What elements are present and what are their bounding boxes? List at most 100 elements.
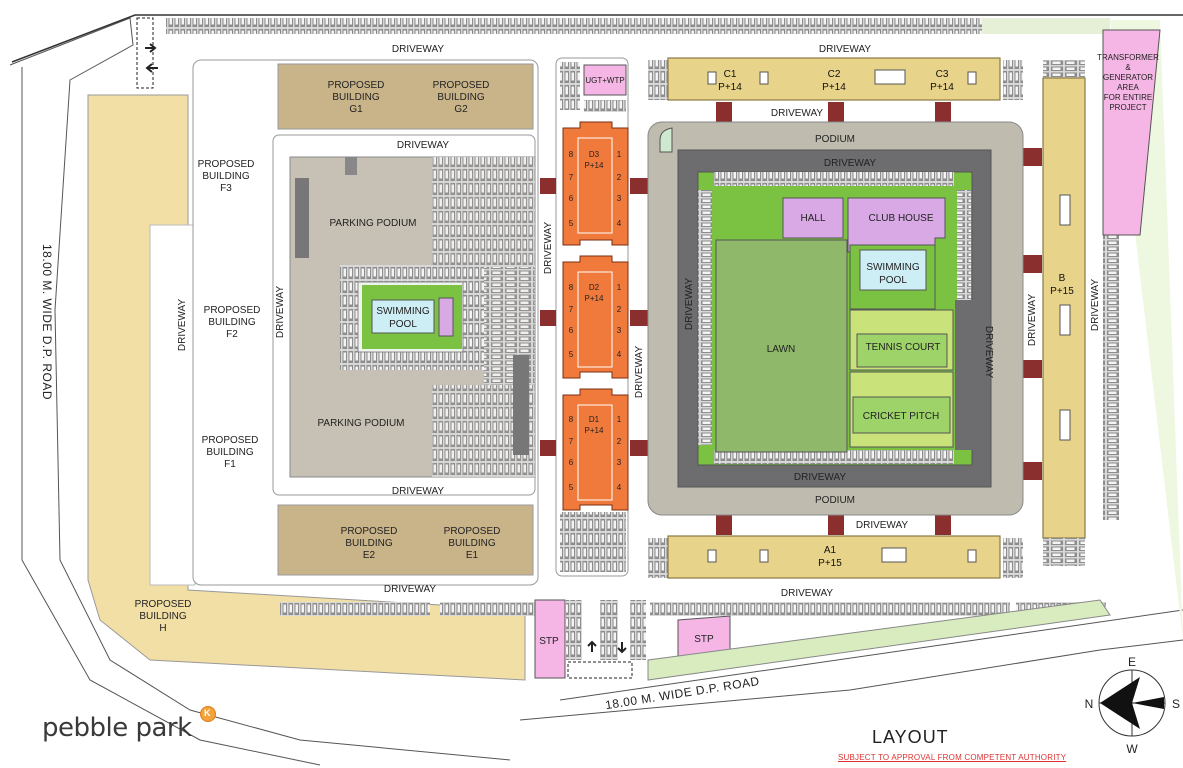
- tower-d3: [562, 121, 629, 246]
- label-tower-c3: C3: [936, 69, 949, 80]
- svg-text:&: &: [1125, 63, 1131, 72]
- svg-text:3: 3: [617, 458, 622, 467]
- label-driveway-top-west: DRIVEWAY: [392, 44, 445, 55]
- label-driveway-g: DRIVEWAY: [397, 140, 450, 151]
- label-ugt-wtp: UGT+WTP: [585, 76, 624, 85]
- svg-text:BUILDING: BUILDING: [139, 611, 186, 622]
- label-building-g1: G1: [349, 104, 363, 115]
- label-tower-d1: D1: [589, 415, 600, 424]
- compass-n: N: [1085, 697, 1094, 711]
- svg-text:4: 4: [617, 483, 622, 492]
- parking-b-bottom: [1043, 538, 1085, 566]
- svg-text:P+14: P+14: [822, 82, 846, 93]
- svg-text:PROPOSED: PROPOSED: [198, 159, 255, 170]
- proposed-building-e: [277, 504, 534, 576]
- svg-text:PROPOSED: PROPOSED: [444, 526, 501, 537]
- compass-w: W: [1126, 742, 1138, 756]
- label-road-west: 18.00 M. WIDE D.P. ROAD: [40, 244, 54, 400]
- label-swimming-left: SWIMMING: [376, 306, 430, 317]
- svg-text:4: 4: [617, 350, 622, 359]
- tennis-court: [856, 333, 948, 368]
- label-tennis-court: TENNIS COURT: [866, 342, 941, 353]
- road-outlines: [9, 17, 1183, 766]
- swimming-pool-right: [859, 249, 927, 291]
- svg-text:P+15: P+15: [1050, 286, 1074, 297]
- label-driveway-a-north: DRIVEWAY: [856, 520, 909, 531]
- svg-text:3: 3: [617, 194, 622, 203]
- svg-text:BUILDING: BUILDING: [202, 171, 249, 182]
- tower-d2: [562, 255, 629, 379]
- label-lawn: LAWN: [767, 344, 796, 355]
- svg-text:BUILDING: BUILDING: [345, 538, 392, 549]
- site-boundary: [11, 14, 1183, 63]
- label-parking-podium-bottom: PARKING PODIUM: [317, 418, 404, 429]
- label-podium-top: PODIUM: [815, 134, 855, 145]
- label-driveway-d-west: DRIVEWAY: [543, 222, 554, 275]
- svg-text:P+15: P+15: [818, 558, 842, 569]
- svg-text:5: 5: [569, 219, 574, 228]
- svg-text:GENERATOR: GENERATOR: [1103, 73, 1153, 82]
- svg-text:BUILDING: BUILDING: [206, 447, 253, 458]
- skybridges: [540, 102, 1042, 535]
- label-driveway-c: DRIVEWAY: [771, 108, 824, 119]
- parking-a-west: [648, 538, 668, 578]
- arrow-down-icon: [617, 642, 627, 654]
- svg-text:P+14: P+14: [930, 82, 954, 93]
- label-tower-d2: D2: [589, 283, 600, 292]
- hall: [782, 197, 844, 239]
- label-driveway-bottom-west: DRIVEWAY: [384, 584, 437, 595]
- label-tower-a1: A1: [824, 545, 837, 556]
- parking-bottom-west: [280, 602, 430, 616]
- svg-text:7: 7: [569, 305, 574, 314]
- parking-bays-ne: [432, 157, 535, 267]
- lawn: [715, 239, 848, 453]
- label-driveway-inner-east: DRIVEWAY: [983, 326, 994, 379]
- label-driveway-top-east: DRIVEWAY: [819, 44, 872, 55]
- svg-text:5: 5: [569, 350, 574, 359]
- svg-text:FOR ENTIRE: FOR ENTIRE: [1104, 93, 1152, 102]
- club-house: [847, 197, 946, 253]
- compass-e: E: [1128, 655, 1136, 669]
- parking-bottom-east: [650, 602, 1010, 616]
- svg-text:PROPOSED: PROPOSED: [433, 80, 490, 91]
- label-building-f3: F3: [220, 183, 232, 194]
- green-strip-top: [982, 18, 1110, 34]
- transformer-area: [1102, 29, 1161, 236]
- label-driveway-d-east: DRIVEWAY: [634, 346, 645, 399]
- label-driveway-b-east: DRIVEWAY: [1090, 279, 1101, 332]
- ramp-west: [295, 178, 309, 258]
- svg-text:PROPOSED: PROPOSED: [328, 80, 385, 91]
- pool-room-left: [438, 297, 454, 337]
- approval-note: SUBJECT TO APPROVAL FROM COMPETENT AUTHO…: [838, 753, 1067, 762]
- svg-text:BUILDING: BUILDING: [448, 538, 495, 549]
- svg-text:1: 1: [617, 150, 622, 159]
- svg-text:8: 8: [569, 415, 574, 424]
- svg-text:P+14: P+14: [718, 82, 742, 93]
- svg-text:6: 6: [569, 194, 574, 203]
- svg-text:BUILDING: BUILDING: [437, 92, 484, 103]
- svg-text:P+14: P+14: [585, 161, 604, 170]
- green-strip-south: [647, 599, 1111, 681]
- svg-text:PROJECT: PROJECT: [1109, 103, 1146, 112]
- svg-text:7: 7: [569, 173, 574, 182]
- svg-text:1: 1: [617, 283, 622, 292]
- label-driveway-b-west: DRIVEWAY: [1027, 294, 1038, 347]
- label-pool-right: POOL: [879, 275, 907, 286]
- label-building-e2: E2: [363, 550, 376, 561]
- label-tower-c2: C2: [828, 69, 841, 80]
- label-parking-podium-top: PARKING PODIUM: [329, 218, 416, 229]
- svg-text:PROPOSED: PROPOSED: [202, 435, 259, 446]
- label-building-e1: E1: [466, 550, 479, 561]
- tower-c-block: [667, 57, 1001, 101]
- label-tower-b: B: [1059, 273, 1066, 284]
- label-transformer: TRANSFORMER: [1097, 53, 1159, 62]
- c2-core: [874, 69, 906, 85]
- label-podium-bottom: PODIUM: [815, 495, 855, 506]
- label-driveway-inner-bottom: DRIVEWAY: [794, 472, 847, 483]
- svg-text:3: 3: [617, 326, 622, 335]
- stair-core: [345, 157, 357, 175]
- cricket-pitch: [852, 396, 951, 434]
- svg-text:2: 2: [617, 305, 622, 314]
